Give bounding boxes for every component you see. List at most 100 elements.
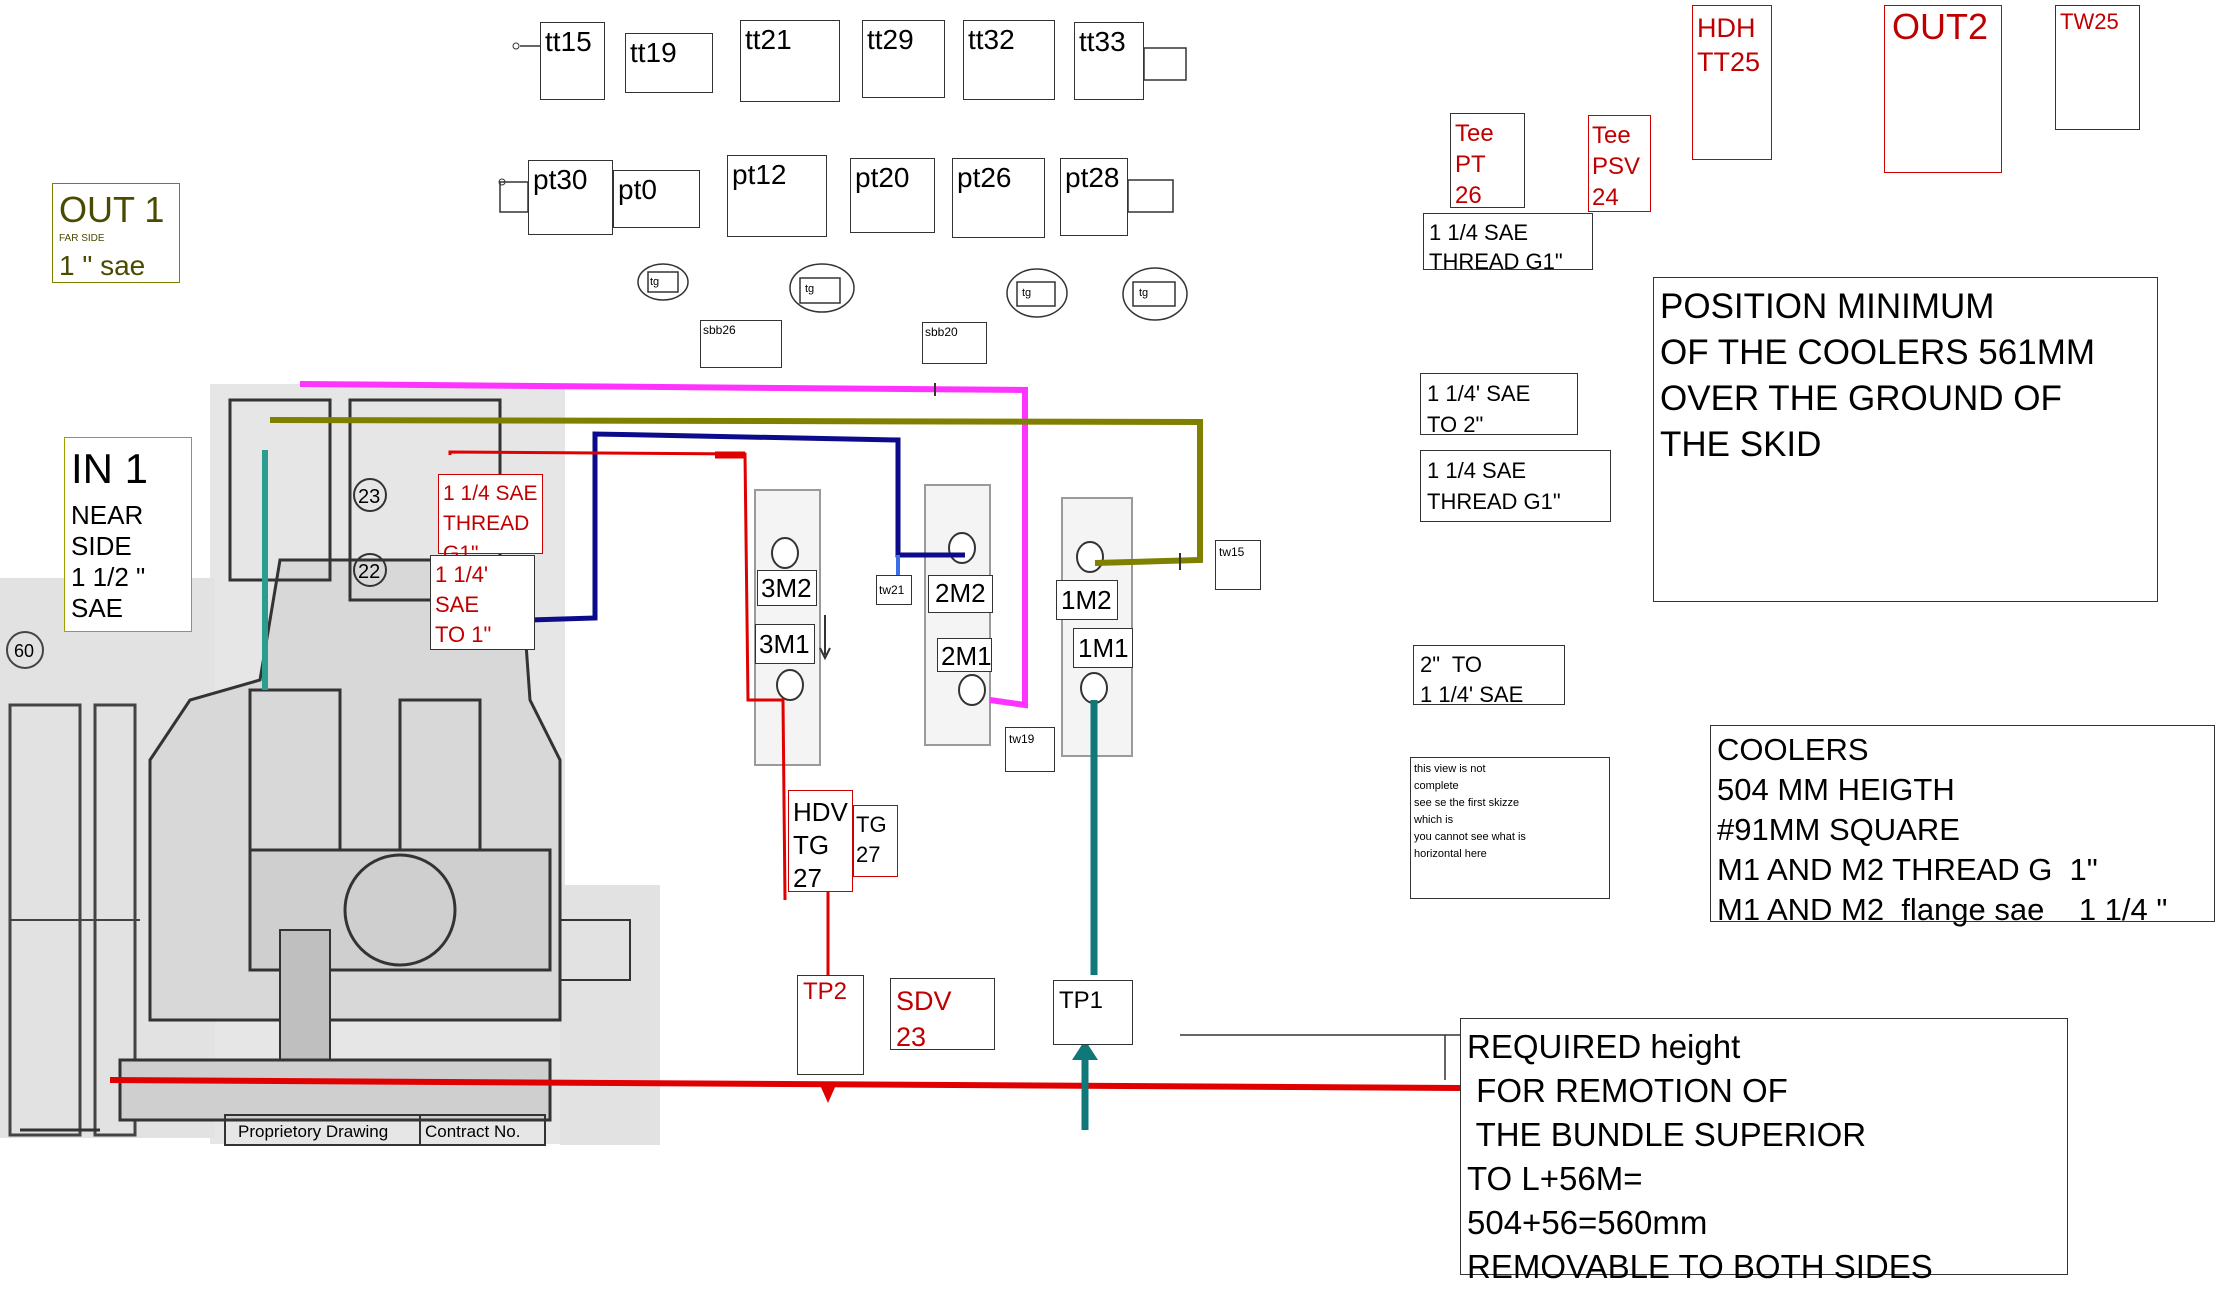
callout-22: 22 — [358, 561, 380, 583]
tg-label-4: tg — [1139, 287, 1148, 299]
two-to-sae-label: 2" TO 1 1/4' SAE — [1420, 652, 1524, 707]
pt0-label: pt0 — [618, 174, 657, 205]
tt15-box: tt15 — [540, 22, 605, 100]
coolers-spec-text: COOLERS 504 MM HEIGTH #91MM SQUARE M1 AN… — [1717, 732, 2168, 927]
thread-g1-top-box: 1 1/4 SAE THREAD G1" — [1423, 213, 1593, 274]
tw25-label: TW25 — [2060, 9, 2119, 34]
pt12-label: pt12 — [732, 159, 787, 190]
cooler-1m2: 1M2 — [1056, 580, 1118, 620]
in1-title: IN 1 — [71, 445, 149, 492]
in1-details: NEAR SIDE 1 1/2 " SAE — [71, 500, 146, 623]
in1-box: IN 1 NEAR SIDE 1 1/2 " SAE — [64, 437, 192, 632]
hdv-tg27-label: HDV TG 27 — [793, 797, 848, 893]
thread-g1-mid-label: 1 1/4 SAE THREAD G1" — [1427, 458, 1561, 514]
position-note-text: POSITION MINIMUM OF THE COOLERS 561MM OV… — [1660, 287, 2096, 464]
pt12-box: pt12 — [727, 155, 827, 237]
tp1-box: TP1 — [1053, 980, 1133, 1045]
tg27-box: TG 27 — [853, 805, 898, 877]
pt26-box: pt26 — [952, 158, 1045, 238]
tee-psv24-label: Tee PSV 24 — [1592, 122, 1641, 211]
cooler-2m2-label: 2M2 — [935, 578, 986, 608]
pt0-box: pt0 — [613, 170, 700, 228]
tt32-label: tt32 — [968, 24, 1015, 55]
callout-60: 60 — [14, 641, 34, 661]
incomplete-view-text: this view is not complete see se the fir… — [1414, 763, 1526, 860]
tee-pt26-label: Tee PT 26 — [1455, 120, 1494, 209]
tw25-box: TW25 — [2055, 5, 2140, 130]
tt32-box: tt32 — [963, 20, 1055, 100]
thread-g1-top-label: 1 1/4 SAE THREAD G1" — [1429, 220, 1563, 274]
cooler-2m1-label: 2M1 — [941, 641, 992, 671]
cooler-1m2-label: 1M2 — [1061, 585, 1112, 615]
tg27-label: TG 27 — [856, 812, 887, 867]
tt15-label: tt15 — [545, 26, 592, 57]
sae-to-2-label: 1 1/4' SAE TO 2" — [1427, 381, 1531, 437]
tt29-box: tt29 — [862, 20, 945, 98]
tt33-box: tt33 — [1074, 22, 1144, 100]
tt29-label: tt29 — [867, 24, 914, 55]
out1-side: FAR SIDE — [59, 233, 105, 244]
out1-size: 1 " sae — [59, 250, 146, 281]
sbb26-box: sbb26 — [700, 320, 782, 368]
out2-box: OUT2 — [1884, 5, 2002, 173]
tw19-label: tw19 — [1009, 732, 1035, 746]
thread-g1-left-box: 1 1/4 SAE THREAD G1" — [438, 474, 543, 565]
hdh-tt25-box: HDH TT25 — [1692, 5, 1772, 160]
tw19-box: tw19 — [1005, 727, 1055, 772]
two-to-sae-box: 2" TO 1 1/4' SAE — [1413, 645, 1565, 707]
position-note-box: POSITION MINIMUM OF THE COOLERS 561MM OV… — [1653, 277, 2158, 602]
tt21-box: tt21 — [740, 20, 840, 102]
sae-to-2-box: 1 1/4' SAE TO 2" — [1420, 373, 1578, 437]
pt26-label: pt26 — [957, 162, 1012, 193]
tw21-label: tw21 — [879, 583, 905, 597]
sbb20-box: sbb20 — [922, 322, 987, 364]
pt20-box: pt20 — [850, 158, 935, 233]
tp2-box: TP2 — [797, 975, 864, 1075]
sae-to-1-box: 1 1/4' SAE TO 1" — [430, 555, 535, 650]
tg-label-2: tg — [805, 283, 814, 295]
tt19-label: tt19 — [630, 37, 677, 68]
hdh-tt25-label: HDH TT25 — [1697, 13, 1761, 77]
hdv-tg27-box: HDV TG 27 — [788, 790, 853, 893]
tp1-label: TP1 — [1059, 987, 1104, 1014]
sdv23-label: SDV 23 — [896, 986, 952, 1052]
coolers-spec-box: COOLERS 504 MM HEIGTH #91MM SQUARE M1 AN… — [1710, 725, 2215, 927]
out1-title: OUT 1 — [59, 189, 165, 230]
tw15-box: tw15 — [1215, 540, 1261, 590]
sae-to-1-label: 1 1/4' SAE TO 1" — [435, 562, 492, 647]
pt30-box: pt30 — [528, 160, 613, 235]
tp2-label: TP2 — [803, 978, 848, 1005]
cooler-1m1-label: 1M1 — [1078, 633, 1129, 663]
footer-contract: Contract No. — [425, 1122, 520, 1141]
sdv23-box: SDV 23 — [890, 978, 995, 1052]
tw15-label: tw15 — [1219, 545, 1245, 559]
thread-g1-mid-box: 1 1/4 SAE THREAD G1" — [1420, 450, 1611, 522]
tg-label-3: tg — [1022, 287, 1031, 299]
tee-pt26-box: Tee PT 26 — [1450, 113, 1525, 209]
tee-psv24-box: Tee PSV 24 — [1588, 115, 1651, 212]
required-height-text: REQUIRED height FOR REMOTION OF THE BUND… — [1467, 1028, 1933, 1285]
out2-label: OUT2 — [1892, 6, 1989, 47]
cooler-3m1-label: 3M1 — [759, 629, 810, 659]
pt28-label: pt28 — [1065, 162, 1120, 193]
cooler-1m1: 1M1 — [1073, 628, 1133, 668]
tt19-box: tt19 — [625, 33, 713, 93]
footer-proprietary: Proprietory Drawing — [238, 1122, 388, 1141]
cooler-2m2: 2M2 — [928, 575, 993, 613]
out1-box: OUT 1 FAR SIDE 1 " sae — [52, 183, 180, 283]
tt33-label: tt33 — [1079, 26, 1126, 57]
cooler-3m2-label: 3M2 — [761, 573, 812, 603]
cooler-3m1: 3M1 — [755, 624, 815, 664]
pt28-box: pt28 — [1060, 158, 1128, 236]
cooler-2m1: 2M1 — [937, 638, 992, 672]
tg-label-1: tg — [650, 276, 659, 288]
pt30-label: pt30 — [533, 164, 588, 195]
tt21-label: tt21 — [745, 24, 792, 55]
cooler-3m2: 3M2 — [757, 570, 817, 606]
required-height-box: REQUIRED height FOR REMOTION OF THE BUND… — [1460, 1018, 2068, 1285]
sbb20-label: sbb20 — [925, 325, 958, 339]
callout-23: 23 — [358, 486, 380, 508]
sbb26-label: sbb26 — [703, 323, 736, 337]
incomplete-view-note: this view is not complete see se the fir… — [1410, 757, 1610, 899]
